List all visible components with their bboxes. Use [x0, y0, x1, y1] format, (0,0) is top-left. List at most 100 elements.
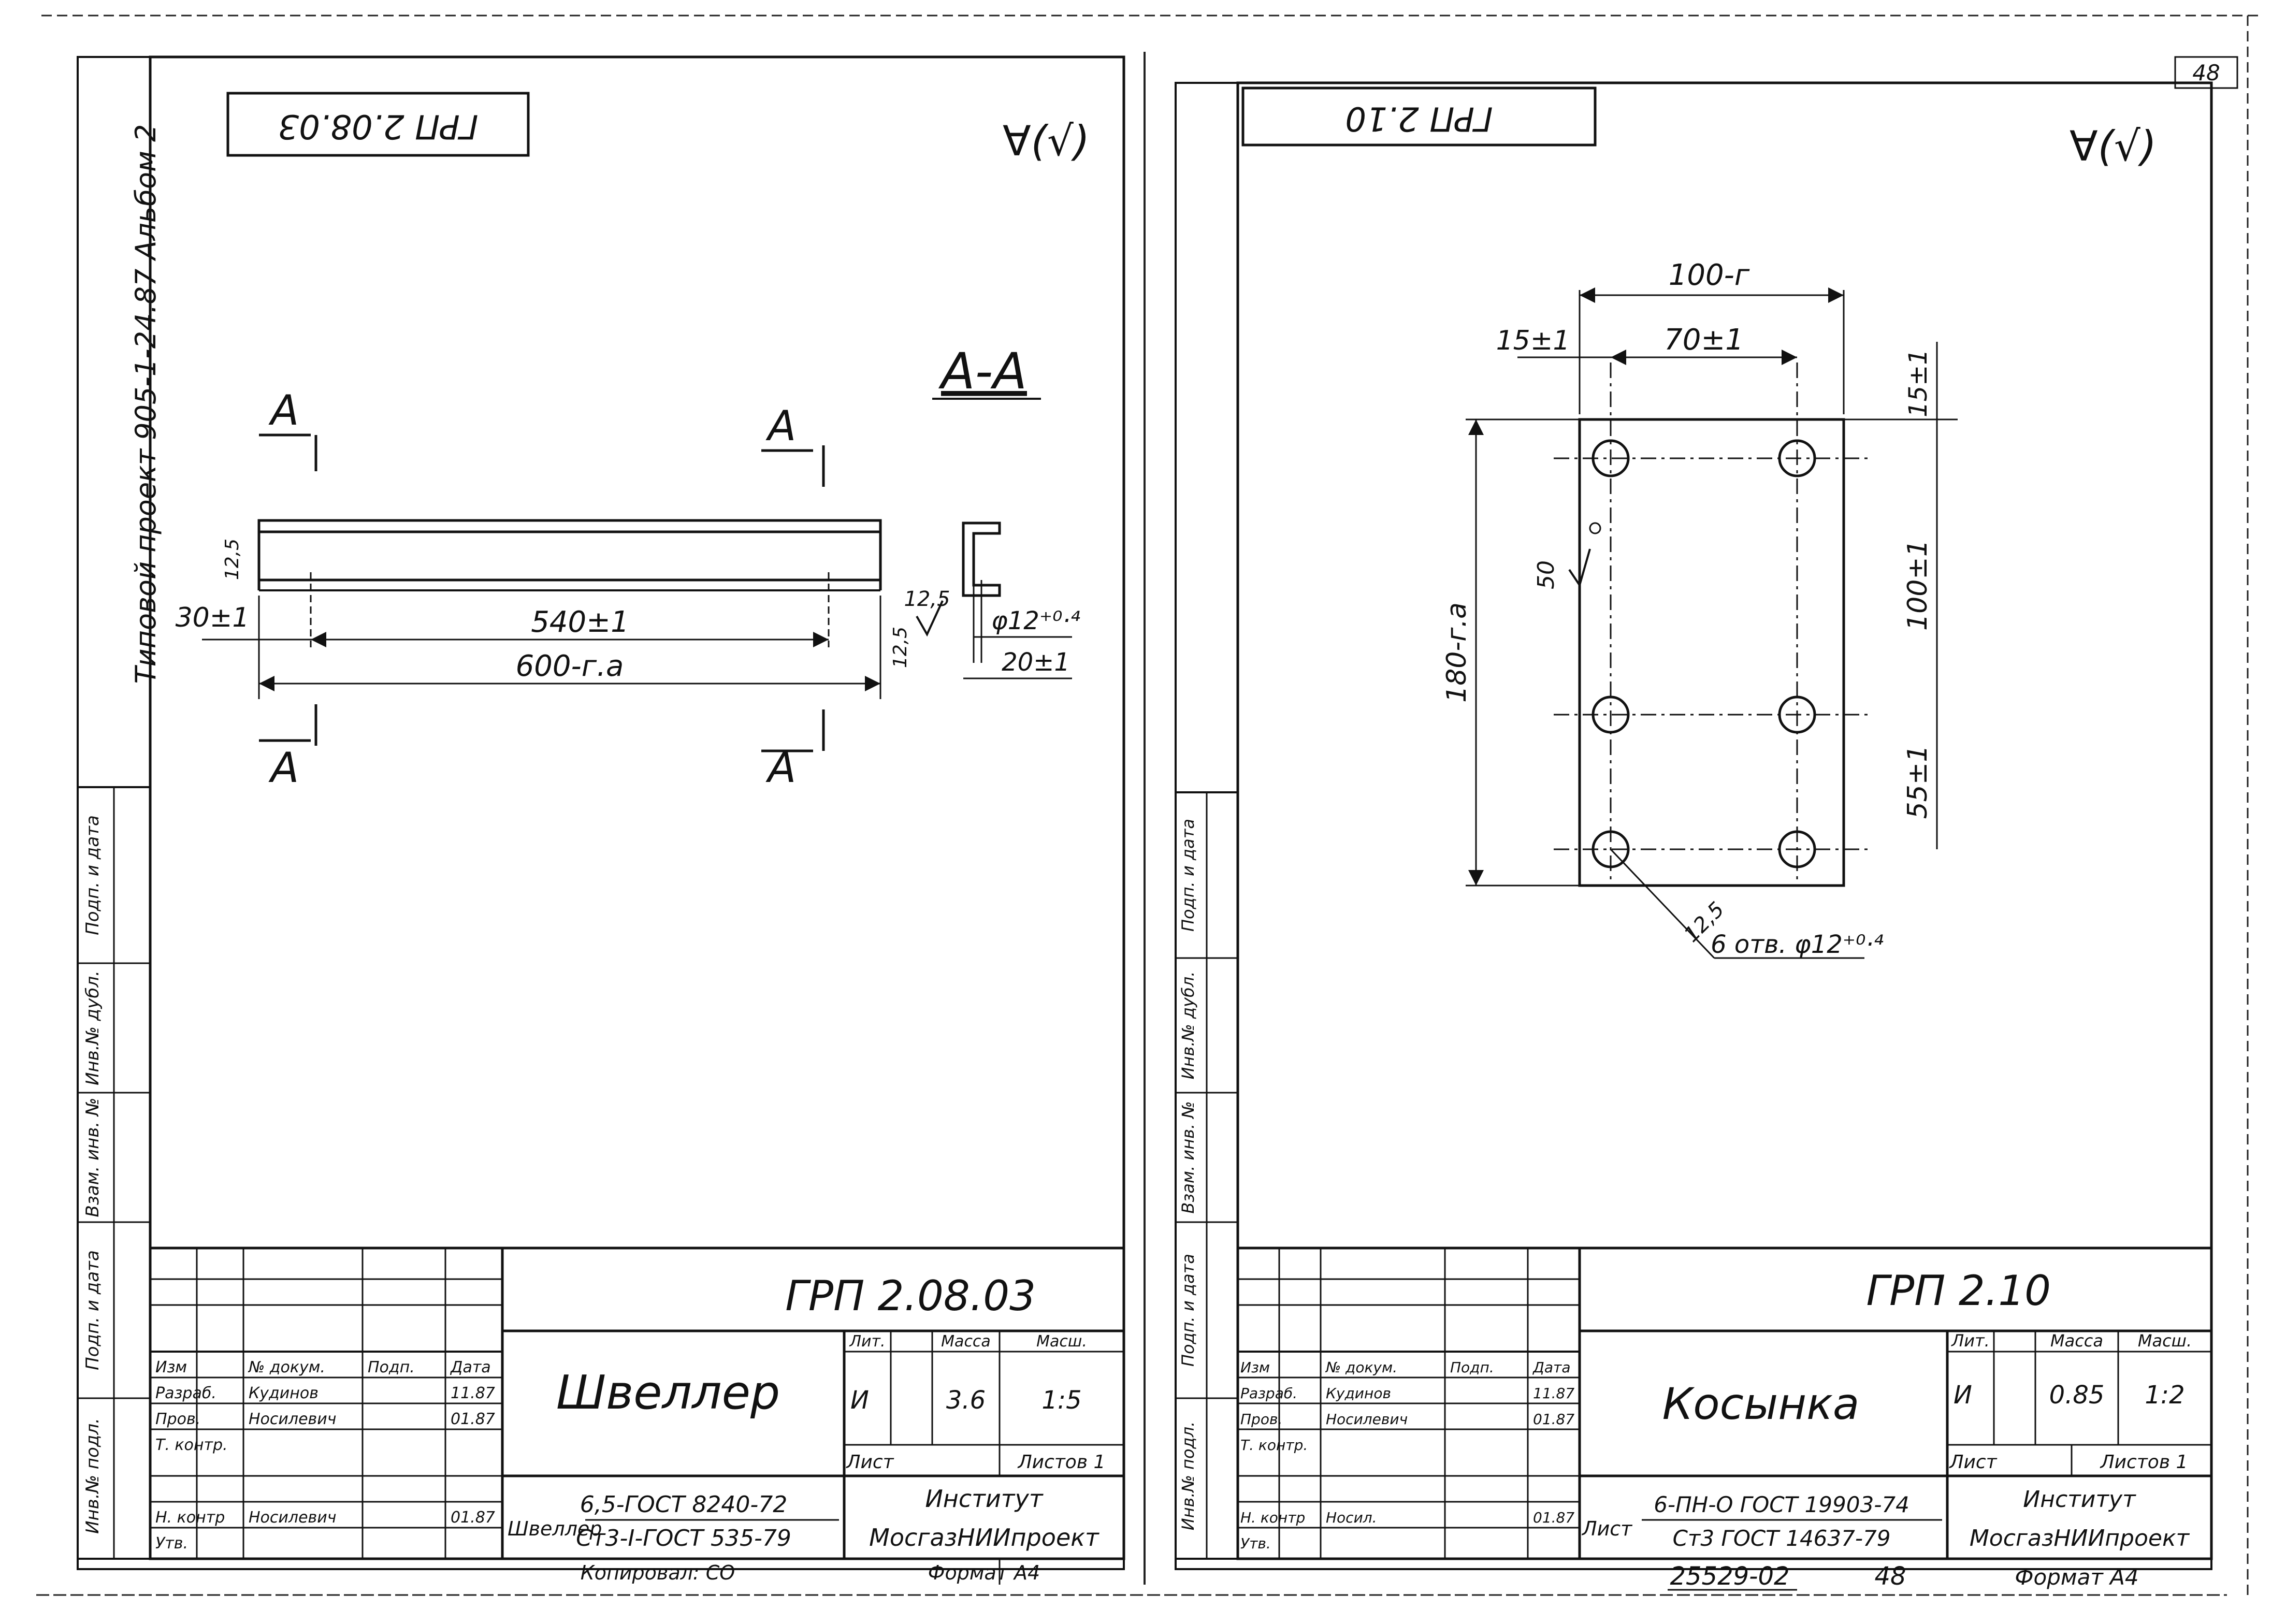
section-title: А-А	[938, 342, 1027, 400]
svg-text:Масш.: Масш.	[1036, 1332, 1087, 1351]
left-roughness-mark: ∀(√)	[1003, 117, 1090, 165]
svg-text:Дата: Дата	[1532, 1359, 1571, 1376]
left-sheet: ГРП 2.08.03 ∀(√) Типовой проект 905-1-24…	[77, 55, 1125, 1585]
svg-text:Носил.: Носил.	[1326, 1509, 1377, 1526]
svg-text:Утв.: Утв.	[155, 1534, 188, 1553]
svg-text:Кудинов: Кудинов	[1326, 1385, 1391, 1402]
dim-hole-spacing-y1: 100±1	[1902, 540, 1933, 631]
right-roughness: 50	[1533, 560, 1559, 589]
dim-hole-pos: 20±1	[1002, 648, 1070, 677]
section-marker-a-top-left: А	[268, 386, 299, 434]
svg-text:Разраб.: Разраб.	[155, 1384, 216, 1402]
svg-text:Дата: Дата	[450, 1358, 491, 1376]
left-format: Формат А4	[928, 1561, 1040, 1584]
svg-text:Подп.: Подп.	[368, 1358, 415, 1376]
left-side-columns: Инв.№ подл. Подп. и дата Взам. инв. № Ин…	[77, 786, 151, 1560]
svg-text:МосгазНИИпроект: МосгазНИИпроект	[869, 1524, 1099, 1552]
svg-text:Т. контр.: Т. контр.	[155, 1436, 228, 1454]
svg-text:Разраб.: Разраб.	[1240, 1385, 1297, 1402]
hole	[1778, 439, 1816, 477]
right-copied: 25529-02	[1670, 1562, 1789, 1591]
svg-text:И: И	[850, 1386, 869, 1415]
svg-text:Пров.: Пров.	[155, 1410, 200, 1428]
svg-text:01.87: 01.87	[1533, 1411, 1574, 1428]
dim-length-total: 600-г.а	[516, 649, 624, 683]
svg-text:И: И	[1954, 1381, 1972, 1410]
left-copied: Копировал: СО	[581, 1561, 735, 1584]
svg-text:№ докум.: № докум.	[248, 1358, 325, 1376]
svg-text:Носилевич: Носилевич	[249, 1410, 336, 1428]
gusset-plate	[1578, 418, 1845, 887]
right-format: Формат А4	[2015, 1564, 2138, 1590]
right-material-top: 6-ПН-О ГОСТ 19903-74	[1654, 1492, 1909, 1517]
dim-width-total: 100-г	[1669, 258, 1750, 292]
svg-text:Взам. инв. №: Взам. инв. №	[1178, 1101, 1198, 1213]
svg-text:Лист: Лист	[1948, 1452, 1997, 1473]
svg-text:Листов 1: Листов 1	[1017, 1452, 1106, 1473]
dim-edge-y: 15±1	[1904, 349, 1933, 417]
svg-text:Пров.: Пров.	[1240, 1411, 1282, 1428]
dim-edge-x: 15±1	[1496, 325, 1570, 356]
left-title-block: Изм № докум. Подп. Дата Разраб. Кудинов …	[149, 1246, 1125, 1585]
sheet-number: 48	[2192, 60, 2220, 85]
svg-text:Институт: Институт	[925, 1485, 1043, 1513]
section-marker-a-bottom-left: А	[268, 744, 299, 792]
svg-text:Лит.: Лит.	[1951, 1331, 1990, 1351]
left-roughness-side: 12,5	[890, 627, 911, 668]
svg-text:Подп. и дата: Подп. и дата	[1178, 819, 1198, 932]
svg-text:Лит.: Лит.	[849, 1332, 885, 1351]
right-designation: ГРП 2.10	[1866, 1267, 2051, 1315]
svg-text:Институт: Институт	[2023, 1486, 2136, 1513]
hole	[1591, 695, 1630, 734]
svg-text:Лист: Лист	[845, 1452, 894, 1473]
sheet-number-box	[2174, 56, 2238, 89]
svg-text:Лист: Лист	[1581, 1517, 1633, 1540]
left-part-name: Швеллер	[556, 1366, 780, 1420]
left-mass: 3.6	[946, 1386, 986, 1415]
svg-text:11.87: 11.87	[1533, 1385, 1574, 1402]
svg-text:Подп. и дата: Подп. и дата	[82, 1250, 103, 1370]
dim-hole-dia: φ12⁺⁰·⁴	[991, 606, 1080, 635]
svg-text:01.87: 01.87	[451, 1410, 495, 1428]
svg-text:Изм: Изм	[1240, 1359, 1270, 1376]
hole	[1591, 830, 1630, 868]
svg-text:Инв.№ подл.: Инв.№ подл.	[82, 1418, 103, 1534]
left-stamp-box	[226, 92, 530, 157]
right-scale: 1:2	[2145, 1381, 2184, 1410]
left-designation: ГРП 2.08.03	[785, 1272, 1036, 1320]
svg-text:Изм: Изм	[155, 1358, 187, 1376]
left-album-note: Типовой проект 905-1-24.87 Альбом 2	[129, 124, 162, 684]
hole	[1591, 439, 1630, 477]
left-roughness-right: 12,5	[904, 587, 950, 611]
right-sheet: ГРП 2.10 ∀(√) 100-г 70±1 15±1 15±1 100±1…	[1175, 81, 2213, 1591]
left-material-bottom: Ст3-I-ГОСТ 535-79	[576, 1525, 791, 1552]
svg-text:01.87: 01.87	[1533, 1509, 1574, 1526]
svg-text:Подп. и дата: Подп. и дата	[1178, 1254, 1198, 1367]
svg-text:Взам. инв. №: Взам. инв. №	[82, 1098, 103, 1217]
svg-text:Масса: Масса	[941, 1332, 991, 1351]
right-part-name: Косынка	[1662, 1379, 1860, 1429]
svg-text:№ докум.: № докум.	[1325, 1359, 1397, 1376]
svg-text:Т. контр.: Т. контр.	[1240, 1437, 1308, 1454]
svg-text:01.87: 01.87	[451, 1509, 495, 1527]
right-side-columns: Инв.№ подл. Подп. и дата Взам. инв. № Ин…	[1175, 791, 1239, 1560]
right-mass: 0.85	[2049, 1381, 2105, 1410]
right-material-bottom: Ст3 ГОСТ 14637-79	[1673, 1526, 1891, 1551]
svg-text:Масш.: Масш.	[2138, 1331, 2192, 1351]
svg-text:Инв.№ подл.: Инв.№ подл.	[1178, 1422, 1198, 1531]
svg-text:Швеллер: Швеллер	[508, 1517, 602, 1540]
svg-text:11.87: 11.87	[451, 1384, 495, 1402]
right-roughness-mark: ∀(√)	[2070, 122, 2157, 170]
hole	[1778, 830, 1816, 868]
dim-hole-spacing: 540±1	[531, 605, 629, 639]
svg-text:Инв.№ дубл.: Инв.№ дубл.	[1178, 972, 1198, 1080]
svg-text:Масса: Масса	[2050, 1331, 2103, 1351]
svg-text:Подп.: Подп.	[1450, 1359, 1494, 1376]
dim-hole-spacing-y2: 55±1	[1902, 745, 1933, 819]
dim-end-offset: 30±1	[176, 602, 250, 633]
right-page-ref: 48	[1874, 1562, 1906, 1591]
dim-height-total: 180-г.а	[1441, 602, 1472, 703]
svg-text:Н. контр: Н. контр	[155, 1509, 225, 1527]
right-stamp-box	[1241, 86, 1597, 147]
